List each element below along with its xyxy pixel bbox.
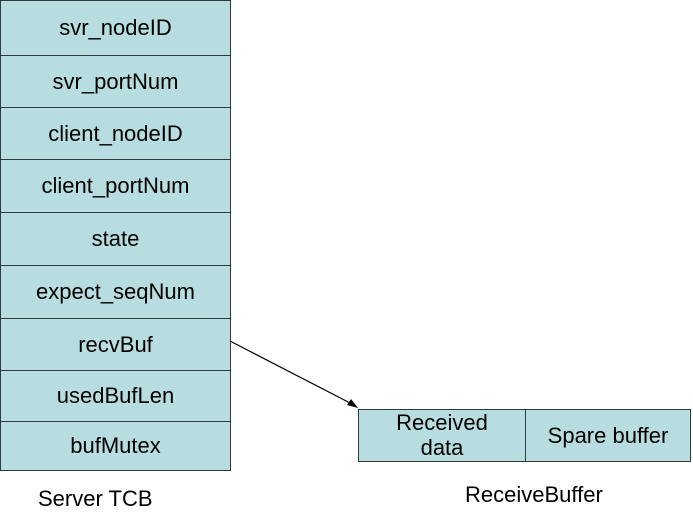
receive-buffer-caption: ReceiveBuffer xyxy=(465,482,603,507)
tcb-field-recvbuf: recvBuf xyxy=(1,318,230,370)
tcb-field-expect-seqnum: expect_seqNum xyxy=(1,265,230,318)
arrow-line xyxy=(229,340,353,405)
arrow-head xyxy=(347,399,358,408)
received-data-label-line2: data xyxy=(420,434,464,460)
received-data-segment: Received data xyxy=(359,410,526,461)
tcb-field-client-portnum: client_portNum xyxy=(1,159,230,212)
server-tcb-caption: Server TCB xyxy=(38,486,153,511)
tcb-field-bufmutex: bufMutex xyxy=(1,421,230,470)
tcb-field-client-nodeid: client_nodeID xyxy=(1,107,230,159)
tcb-field-usedbuflen: usedBufLen xyxy=(1,370,230,421)
received-data-label-line1: Received xyxy=(396,409,488,435)
tcb-field-svr-portnum: svr_portNum xyxy=(1,55,230,107)
server-tcb-struct: svr_nodeID svr_portNum client_nodeID cli… xyxy=(0,0,231,471)
receive-buffer-struct: Received data Spare buffer xyxy=(358,409,691,462)
tcb-field-state: state xyxy=(1,212,230,265)
spare-buffer-segment: Spare buffer xyxy=(547,422,669,448)
tcb-field-svr-nodeid: svr_nodeID xyxy=(59,15,172,40)
